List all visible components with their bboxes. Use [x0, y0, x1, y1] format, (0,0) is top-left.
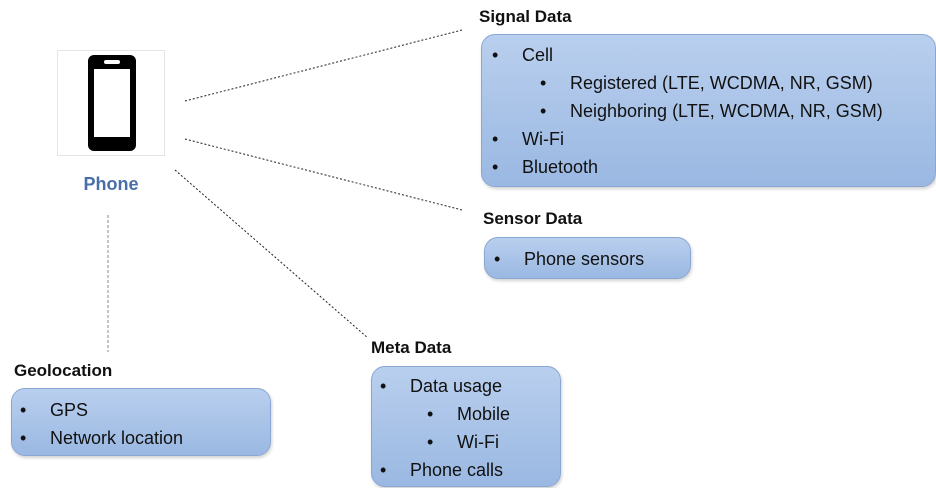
bullet-icon: • [494, 249, 501, 269]
list-item-label: Neighboring (LTE, WCDMA, NR, GSM) [570, 101, 883, 121]
bullet-icon: • [492, 45, 499, 65]
sensor-data-title: Sensor Data [483, 209, 583, 228]
bullet-icon: • [380, 460, 387, 480]
list-item-label: Cell [522, 45, 554, 65]
list-item-label: Phone sensors [524, 249, 645, 269]
list-item-label: Registered (LTE, WCDMA, NR, GSM) [570, 73, 873, 93]
list-item-label: Bluetooth [522, 157, 599, 177]
sub-list-item: • Registered (LTE, WCDMA, NR, GSM) [540, 69, 935, 97]
connector-phone-sensor [184, 138, 463, 211]
list-item: • Cell [492, 41, 935, 69]
list-item-label: Network location [50, 428, 184, 448]
list-item-label: GPS [50, 400, 89, 420]
geolocation-box: • GPS • Network location [11, 388, 271, 456]
smartphone-icon [88, 55, 136, 151]
connector-phone-signal [184, 29, 463, 102]
phone-image [57, 50, 165, 156]
list-item: • Wi-Fi [492, 125, 935, 153]
sub-list-item: • Neighboring (LTE, WCDMA, NR, GSM) [540, 97, 935, 125]
meta-data-title: Meta Data [371, 338, 452, 357]
list-item: • Network location [20, 424, 270, 452]
list-item: • Phone calls [380, 456, 560, 484]
bullet-icon: • [20, 400, 27, 420]
bullet-icon: • [492, 157, 499, 177]
signal-data-title: Signal Data [479, 7, 572, 26]
list-item-label: Phone calls [410, 460, 504, 480]
bullet-icon: • [20, 428, 27, 448]
geolocation-title: Geolocation [14, 361, 113, 380]
list-item: • Data usage [380, 372, 560, 400]
list-item-label: Wi-Fi [522, 129, 564, 149]
bullet-icon: • [540, 101, 547, 121]
list-item-label: Mobile [457, 404, 511, 424]
signal-data-list: • Cell • Registered (LTE, WCDMA, NR, GSM) • N… [492, 41, 935, 181]
meta-data-box: • Data usage • Mobile • Wi-Fi • Phone calls [371, 366, 561, 487]
sensor-data-box: • Phone sensors [484, 237, 691, 279]
bullet-icon: • [427, 404, 434, 424]
connector-phone-meta [174, 169, 369, 339]
list-item: • Phone sensors [494, 245, 690, 273]
phone-label: Phone [83, 174, 139, 194]
geolocation-list: • GPS • Network location [20, 396, 270, 452]
signal-data-box: • Cell • Registered (LTE, WCDMA, NR, GSM) • N… [481, 34, 936, 187]
bullet-icon: • [380, 376, 387, 396]
sub-list-item: • Mobile [427, 400, 560, 428]
sensor-data-list: • Phone sensors [494, 245, 690, 273]
meta-data-list: • Data usage • Mobile • Wi-Fi • Phone calls [380, 372, 560, 484]
sub-list-item: • Wi-Fi [427, 428, 560, 456]
bullet-icon: • [492, 129, 499, 149]
list-item: • GPS [20, 396, 270, 424]
list-item-label: Wi-Fi [457, 432, 499, 452]
list-item-label: Data usage [410, 376, 503, 396]
list-item: • Bluetooth [492, 153, 935, 181]
bullet-icon: • [540, 73, 547, 93]
bullet-icon: • [427, 432, 434, 452]
